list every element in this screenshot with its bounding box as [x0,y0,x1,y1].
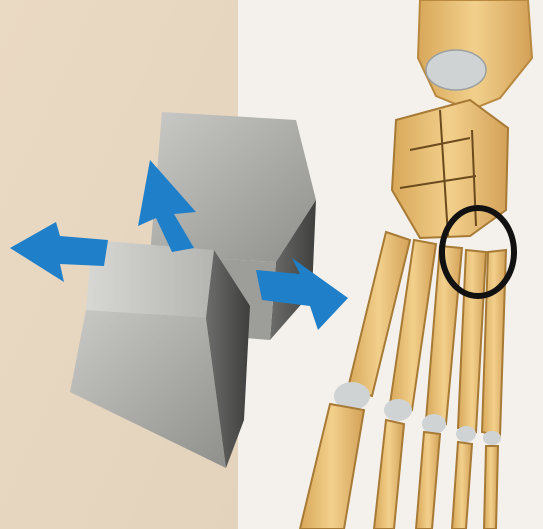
anatomy-illustration [0,0,543,529]
